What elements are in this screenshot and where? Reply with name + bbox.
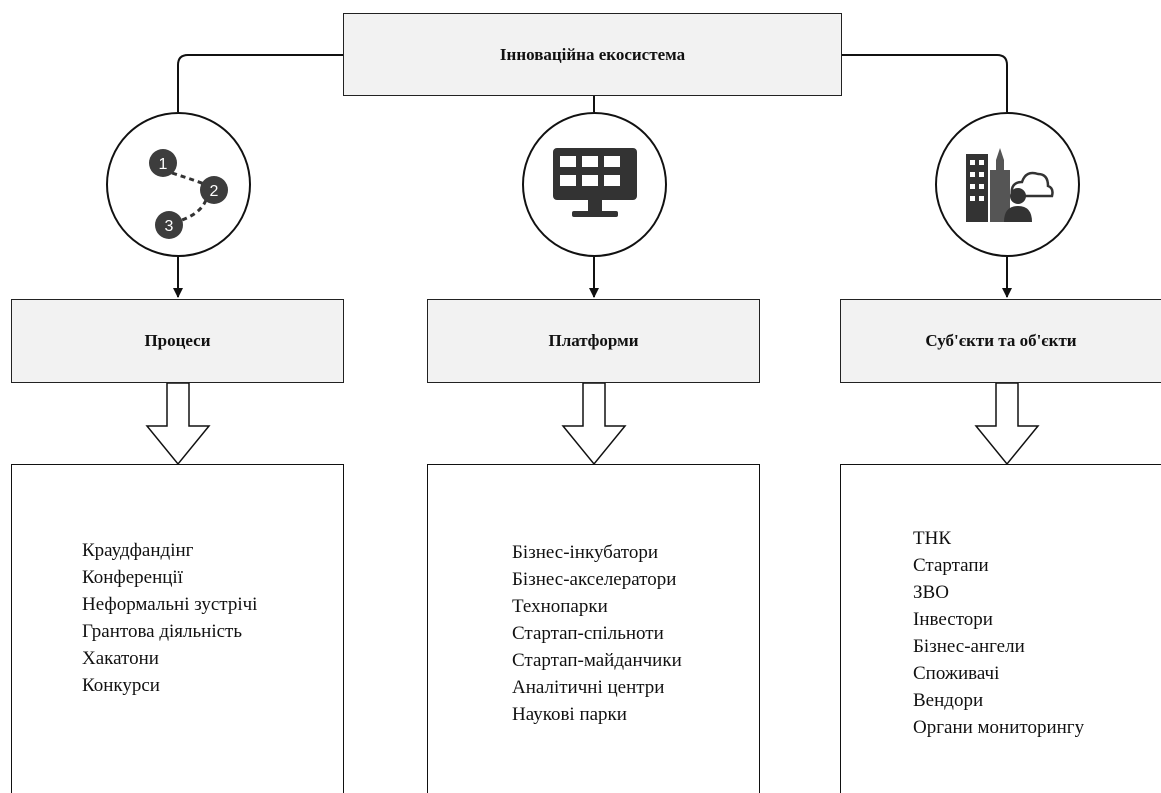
list-item: Органи мониторингу [913,717,1085,738]
circle-platforms [522,112,667,257]
branch-title-processes: Процеси [144,331,211,350]
list-item: Хакатони [82,648,159,669]
list-box-platforms: Бізнес-інкубатори Бізнес-акселератори Те… [427,464,760,793]
connector-root-to-entities [842,54,1008,112]
list-box-processes: Краудфандінг Конференції Неформальні зус… [11,464,344,793]
platforms-list: Бізнес-інкубатори Бізнес-акселератори Те… [512,539,682,728]
list-item: Бізнес-акселератори [512,569,677,590]
hollow-arrow-platforms [561,382,627,466]
list-item: Конкурси [82,675,160,696]
root-node: Інноваційна екосистема [343,13,842,96]
list-item: Стартап-спільноти [512,623,664,644]
connector-root-to-processes [177,54,343,112]
list-item: ЗВО [913,582,949,603]
list-item: Неформальні зустрічі [82,594,258,615]
monitor-grid-icon [552,147,637,217]
branch-header-entities: Суб'єкти та об'єкти [840,299,1161,383]
list-item: Наукові парки [512,704,627,725]
branch-title-entities: Суб'єкти та об'єкти [925,331,1077,350]
branch-header-platforms: Платформи [427,299,760,383]
entities-list: ТНК Стартапи ЗВО Інвестори Бізнес-ангели… [913,525,1084,741]
list-item: Бізнес-ангели [913,636,1025,657]
root-title: Інноваційна екосистема [499,44,686,64]
list-item: Краудфандінг [82,540,194,561]
circle-processes: 1 2 3 [106,112,251,257]
list-item: Технопарки [512,596,608,617]
svg-text:2: 2 [209,183,218,200]
list-item: Інвестори [913,609,993,630]
list-item: Грантова діяльність [82,621,243,642]
list-item: ТНК [913,528,951,549]
branch-title-platforms: Платформи [548,331,639,350]
hollow-arrow-processes [145,382,211,466]
list-item: Вендори [913,690,984,711]
list-item: Конференції [82,567,183,588]
svg-text:3: 3 [164,218,173,235]
list-box-entities: ТНК Стартапи ЗВО Інвестори Бізнес-ангели… [840,464,1161,793]
list-item: Споживачі [913,663,1000,684]
list-item: Стартап-майданчики [512,650,682,671]
list-item: Аналітичні центри [512,677,665,698]
numbered-steps-icon: 1 2 3 [148,148,228,239]
hollow-arrow-entities [974,382,1040,466]
circle-entities [935,112,1080,257]
branch-header-processes: Процеси [11,299,344,383]
svg-text:1: 1 [158,156,167,173]
list-item: Стартапи [913,555,989,576]
city-people-cloud-icon [965,147,1054,222]
list-item: Бізнес-інкубатори [512,542,659,563]
processes-list: Краудфандінг Конференції Неформальні зус… [82,537,257,699]
